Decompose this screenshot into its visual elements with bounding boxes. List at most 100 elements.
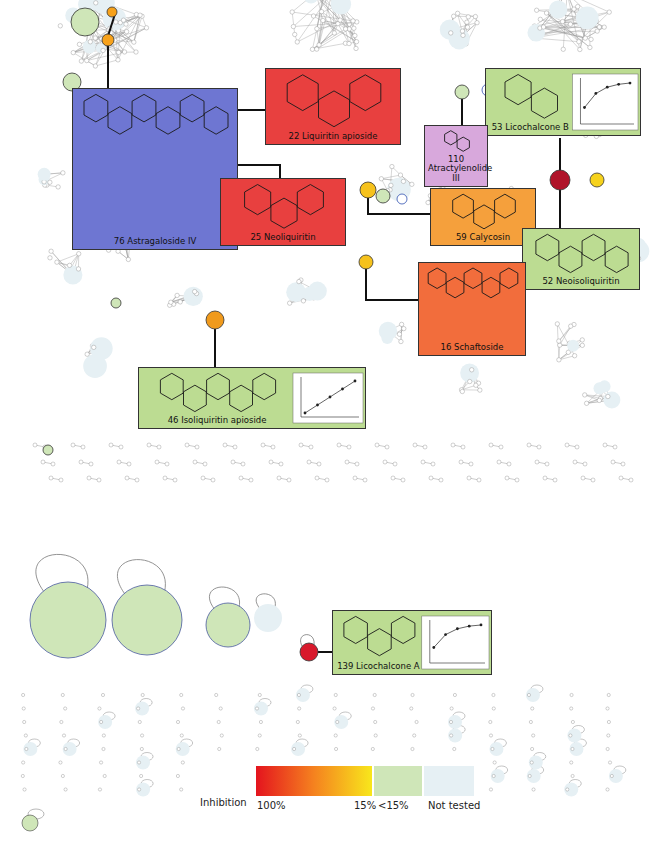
legend-swatch (424, 766, 474, 796)
network-mark (140, 734, 143, 737)
network-mark (606, 394, 610, 398)
network-mark (55, 260, 59, 264)
network-mark (571, 720, 574, 723)
network-mark (85, 58, 89, 62)
network-mark (373, 693, 376, 696)
network-mark (536, 0, 567, 33)
network-mark (459, 460, 463, 464)
network-mark (298, 707, 301, 710)
network-mark (137, 761, 140, 764)
network-mark (467, 476, 471, 480)
network-mark (59, 761, 62, 764)
network-mark (493, 761, 496, 764)
network-mark (609, 769, 623, 783)
network-mark (308, 282, 327, 301)
network-mark (299, 443, 303, 447)
network-mark (603, 392, 620, 409)
network-mark (255, 707, 258, 710)
network-mark (22, 693, 25, 696)
network-mark (136, 756, 150, 770)
network-mark (331, 0, 351, 14)
network-mark (613, 445, 617, 449)
legend-tick: 100% (257, 800, 286, 811)
network-mark (337, 443, 341, 447)
network-node (590, 173, 604, 187)
structure-ring (505, 75, 531, 105)
network-mark (23, 720, 26, 723)
network-mark (101, 693, 104, 696)
network-mark (258, 693, 261, 696)
network-mark (555, 322, 559, 326)
network-mark (175, 293, 179, 297)
network-mark (144, 26, 148, 30)
network-mark (478, 388, 482, 392)
network-mark (25, 747, 28, 750)
network-mark (291, 742, 305, 756)
network-mark (606, 707, 609, 710)
network-nodes (21, 0, 649, 831)
network-mark (585, 395, 601, 399)
network-mark (137, 707, 140, 710)
network-mark (507, 462, 511, 466)
network-mark (157, 445, 161, 449)
network-mark (489, 734, 492, 737)
network-mark (619, 476, 623, 480)
legend-label: <15% (378, 800, 409, 811)
network-mark (371, 707, 374, 710)
structure-ring (297, 185, 323, 215)
network-mark (321, 18, 325, 22)
network-mark (259, 720, 262, 723)
network-mark (399, 339, 403, 343)
compound-box: 22 Liquiritin apioside (265, 68, 401, 145)
network-mark (49, 249, 53, 253)
network-mark (178, 300, 182, 304)
compound-label: 76 Astragaloside IV (73, 235, 237, 249)
network-mark (269, 460, 273, 464)
structure-ring (84, 94, 108, 122)
network-mark (621, 462, 625, 466)
network-mark (469, 462, 473, 466)
network-mark (193, 460, 197, 464)
network-mark (122, 50, 126, 54)
network-node (455, 85, 469, 99)
network-mark (540, 27, 604, 29)
network-mark (413, 443, 417, 447)
network-mark (169, 300, 173, 304)
network-mark (391, 476, 395, 480)
network-mark (63, 742, 77, 756)
network-mark (140, 774, 143, 777)
compound-box: 46 Isoliquiritin apioside (138, 367, 366, 429)
network-mark (606, 788, 609, 791)
network-mark (77, 252, 81, 256)
legend-swatch (374, 766, 422, 796)
network-mark (296, 688, 310, 702)
network-mark (515, 478, 519, 482)
network-mark (21, 774, 24, 777)
network-mark (581, 476, 585, 480)
network-mark (181, 707, 184, 710)
network-mark (334, 747, 337, 750)
network-mark (317, 0, 323, 29)
network-mark (577, 40, 581, 44)
structure-ring (271, 198, 297, 228)
network-mark (99, 761, 102, 764)
network-mark (449, 31, 453, 35)
network-mark (138, 13, 142, 17)
structure-ring (180, 94, 204, 122)
network-mark (598, 380, 610, 392)
network-mark (461, 445, 465, 449)
compound-box: 76 Astragaloside IV (72, 88, 238, 250)
structure-ring (108, 107, 132, 135)
network-node (71, 8, 99, 36)
network-mark (184, 287, 203, 306)
structure-ring (531, 88, 557, 118)
network-mark (165, 462, 169, 466)
network-mark (134, 15, 140, 42)
network-mark (211, 478, 215, 482)
network-mark (371, 747, 374, 750)
compound-label: 139 Licochalcone A (333, 660, 424, 674)
network-mark (531, 707, 534, 710)
network-mark (450, 707, 453, 710)
network-mark (287, 301, 291, 305)
network-mark (231, 460, 235, 464)
